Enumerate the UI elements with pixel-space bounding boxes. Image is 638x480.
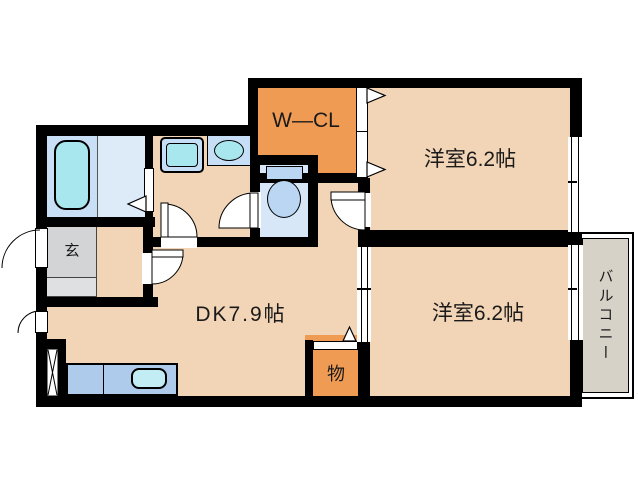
bedroom-top-doorway [357,193,371,227]
window-bedroom-bottom [568,245,583,340]
wall-bottom-exterior [36,396,582,407]
toilet-tank [266,166,303,180]
wall-niche-right [58,349,66,396]
wall-top-main [248,78,582,88]
label-balcony: バルコニー [596,268,614,364]
wall-between-bedrooms [358,230,582,247]
kitchen-counter-divider [103,363,104,396]
wall-wcl-left [248,78,258,165]
storage-door [313,341,358,350]
label-storage: 物 [327,364,345,384]
genkan-step [46,277,97,297]
entrance-door-leaf [35,228,48,268]
toilet-bowl [267,180,301,218]
wall-hall-bedroom-1 [358,178,370,193]
washroom-doorway [161,236,197,248]
label-entrance: 玄 [64,242,80,260]
washbasin-bowl [214,140,244,161]
label-bedroom-bottom: 洋室6.2帖 [431,302,525,325]
room-bedroom-bottom [360,232,578,400]
wall-toilet-top [250,155,318,165]
toilet-doorway [249,192,261,228]
balcony-floor [582,238,629,393]
back-door-leaf [35,311,48,333]
wcl-bifold-mid-line [356,131,368,132]
wall-bath-genkan [36,217,155,227]
bath-door [144,168,154,212]
room-bedroom-top [360,83,578,235]
genkan-doorway [142,253,154,284]
sliding-door [357,247,371,342]
wall-toilet-right [308,155,318,247]
wall-niche-top [40,339,66,349]
wall-wcl-bottom [250,173,366,183]
room-bath-floor-area [97,130,150,222]
window-bedroom-top [568,137,583,232]
bath-divider-line [97,136,98,217]
wall-genkan-bottom [36,297,158,307]
wall-hall-bedroom-3 [358,342,370,396]
label-wcl: W―CL [272,109,340,132]
bathtub [54,140,90,210]
kitchen-sink [131,368,167,389]
label-dk: DK7.9帖 [195,303,287,326]
wall-right-upper [570,78,582,140]
washing-machine-pan-inner [166,143,198,167]
wall-washroom-bottom [150,237,318,247]
label-bedroom-top: 洋室6.2帖 [423,148,517,171]
wall-right-lower [570,340,582,407]
wall-storage-left [305,340,313,396]
wcl-bifold-door [356,87,368,178]
